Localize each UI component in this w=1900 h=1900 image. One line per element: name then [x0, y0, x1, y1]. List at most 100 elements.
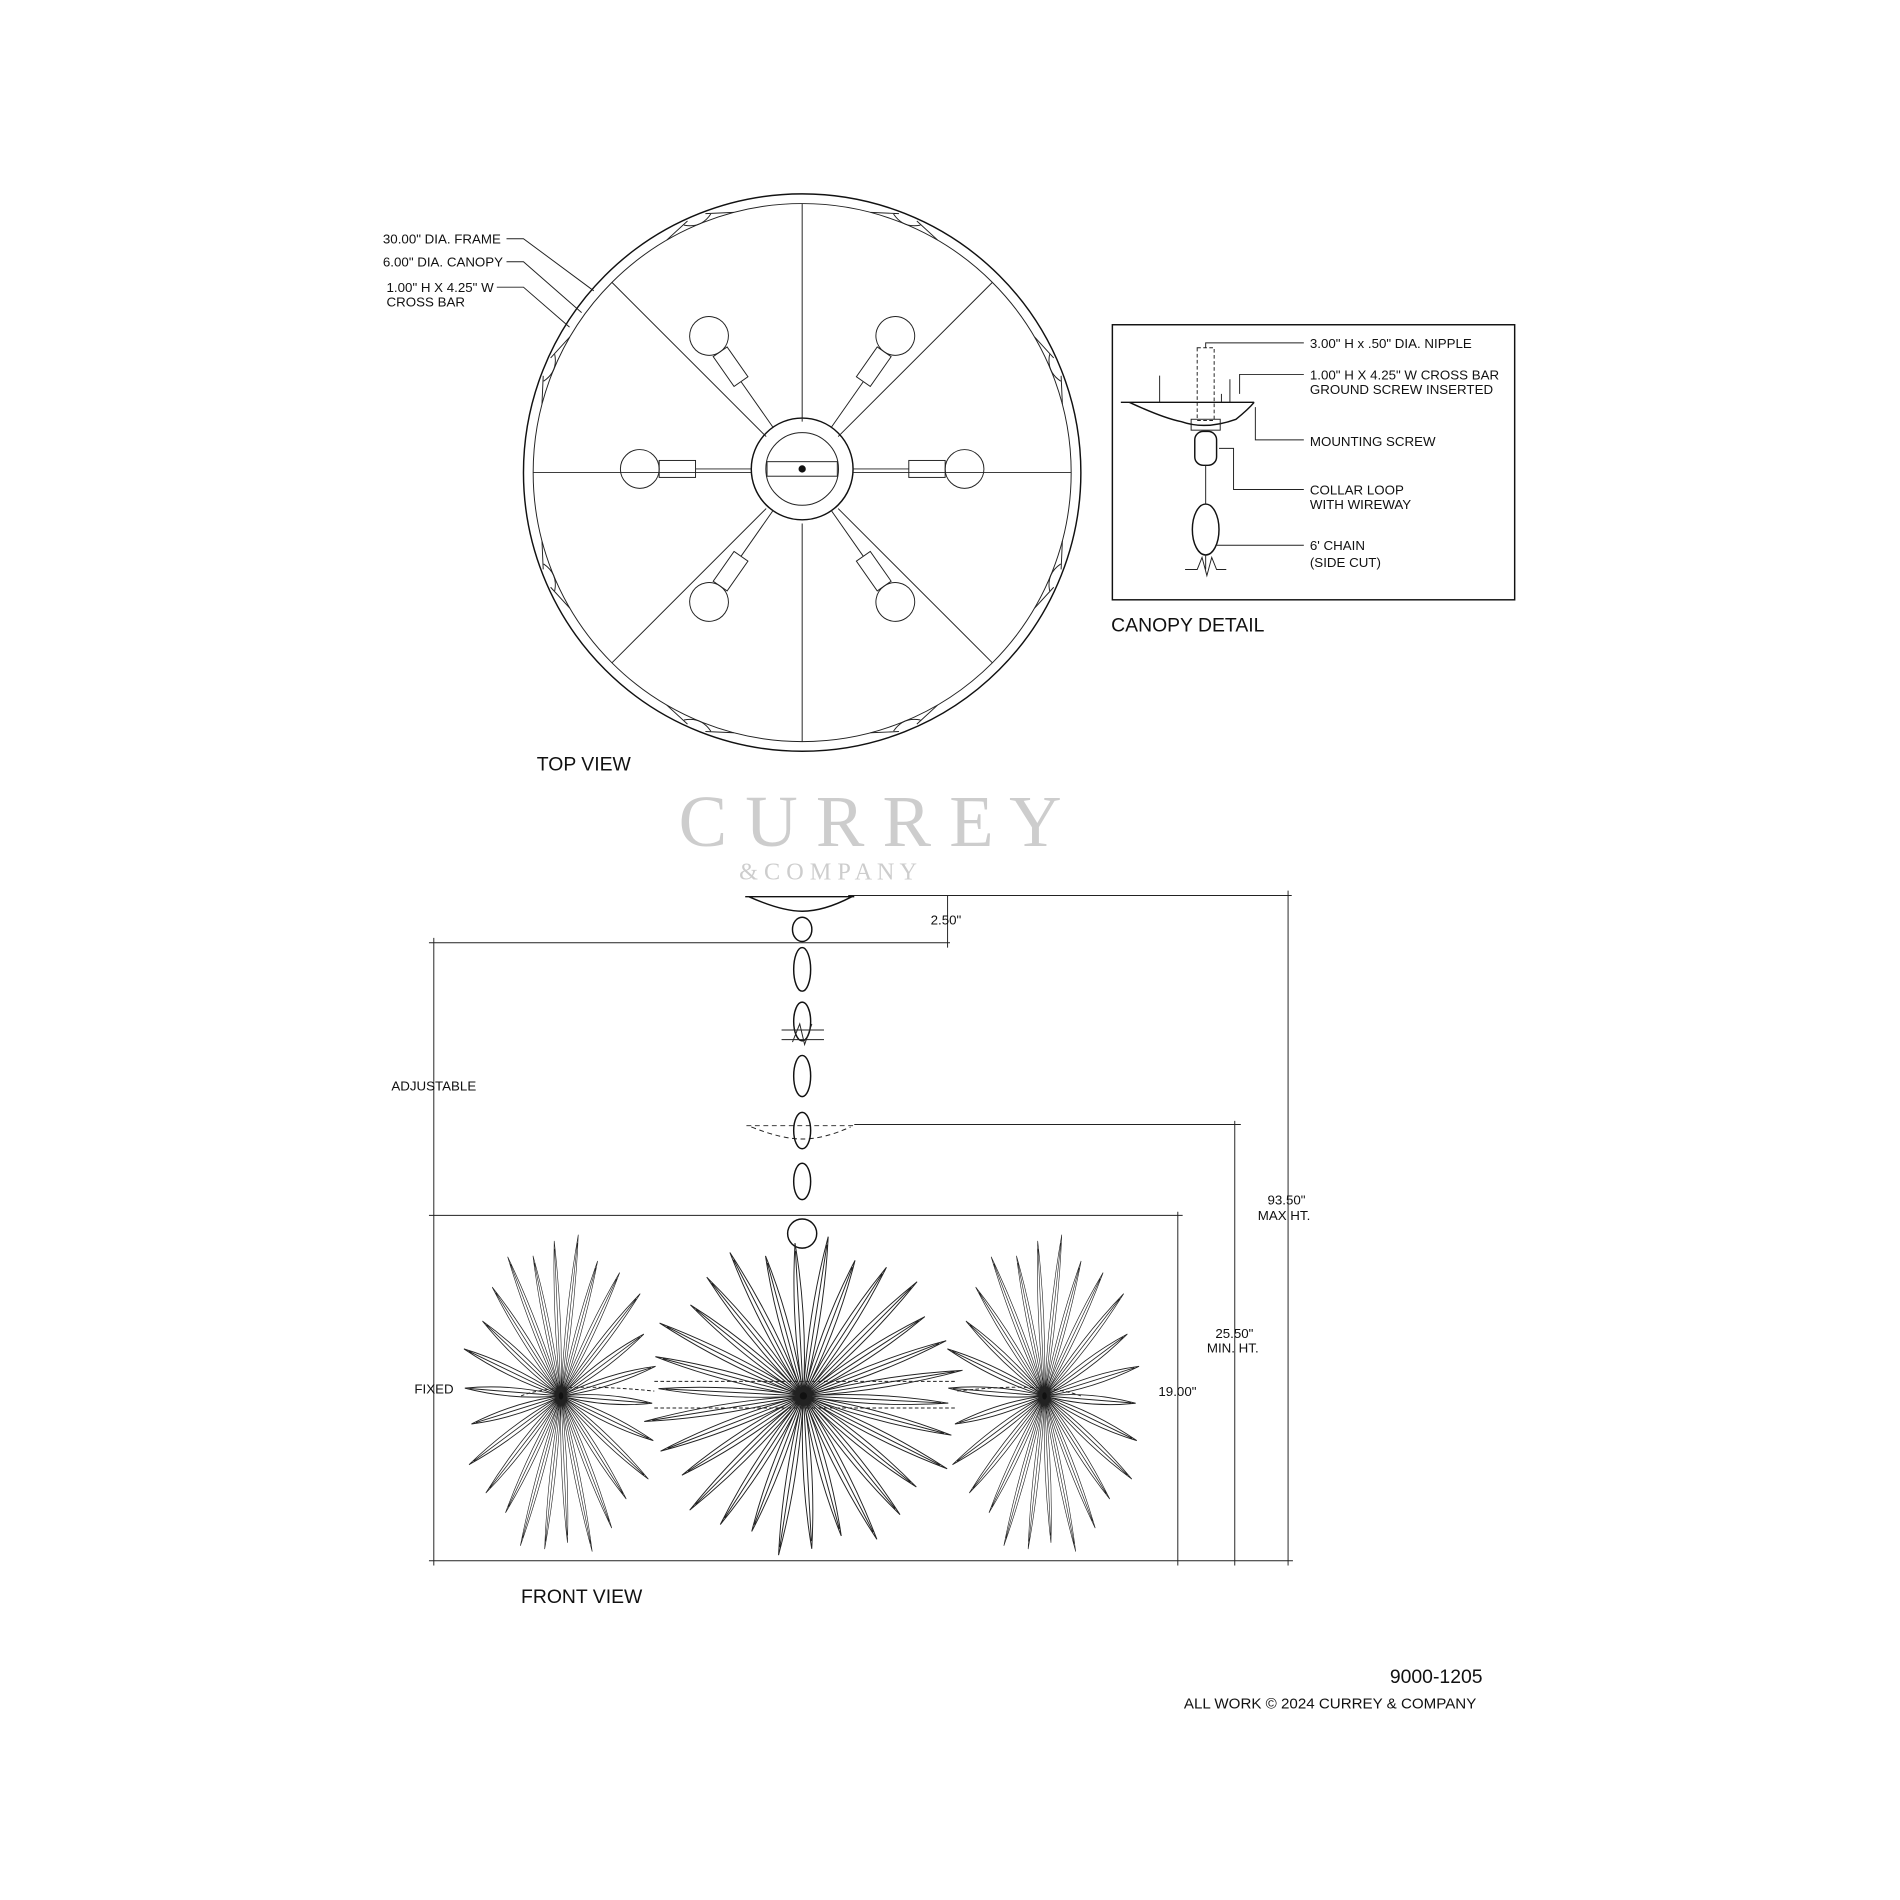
- petal: [689, 1395, 804, 1511]
- petal: [681, 1395, 804, 1476]
- top-view: 30.00" DIA. FRAME 6.00" DIA. CANOPY 1.00…: [383, 193, 1082, 776]
- frame-leaf: [870, 704, 939, 734]
- model-number: 9000-1205: [1390, 1666, 1483, 1688]
- petal: [1044, 1234, 1063, 1397]
- petal: [802, 1395, 842, 1537]
- petal: [803, 1395, 917, 1488]
- light-arm: [619, 449, 752, 489]
- nut: [1190, 418, 1221, 431]
- frame-outer: [522, 193, 1082, 753]
- label-adjustable: ADJUSTABLE: [391, 1079, 476, 1094]
- petal: [952, 1395, 1045, 1466]
- canopy-detail-title: CANOPY DETAIL: [1111, 614, 1264, 636]
- petal: [947, 1348, 1045, 1397]
- dim-canopy: 2.50": [931, 913, 962, 928]
- canopy-min-position: [746, 1125, 855, 1140]
- frame-leaf: [1034, 540, 1063, 609]
- petal: [1044, 1333, 1128, 1397]
- bulb: [944, 449, 985, 489]
- arm-rod: [830, 510, 864, 557]
- light-arm: [830, 316, 916, 428]
- spoke: [837, 508, 993, 664]
- chain-break: [781, 1022, 824, 1047]
- petal: [560, 1395, 593, 1552]
- detail-leaders: [1205, 342, 1304, 546]
- leaf-mark: [666, 211, 734, 241]
- petal: [803, 1395, 952, 1436]
- dim-max-ht: 93.50": [1267, 1192, 1305, 1207]
- callout-ground-screw: GROUND SCREW INSERTED: [1310, 382, 1493, 397]
- arm-rod: [740, 510, 774, 557]
- leaf-mark: [1034, 336, 1063, 405]
- bulb: [875, 582, 916, 622]
- flower-center: [558, 1392, 564, 1400]
- socket: [658, 459, 697, 478]
- callout-crossbar: 1.00" H X 4.25" W: [387, 280, 495, 295]
- petal: [560, 1365, 656, 1397]
- frame-leaf: [870, 211, 939, 241]
- petal: [729, 1252, 804, 1397]
- petal: [802, 1395, 878, 1540]
- watermark-brand: C U R R E Y: [679, 781, 1062, 862]
- petal: [802, 1395, 901, 1516]
- petal: [560, 1395, 569, 1543]
- petal: [988, 1395, 1045, 1514]
- petal: [644, 1395, 804, 1422]
- petal: [560, 1395, 654, 1442]
- collar-loop: [1194, 430, 1218, 467]
- dim-max-ht-label: MAX HT.: [1258, 1208, 1311, 1223]
- petal: [553, 1240, 562, 1397]
- petal: [719, 1395, 804, 1525]
- canopy-center: [798, 465, 806, 473]
- socket: [908, 459, 946, 478]
- petal: [793, 1242, 805, 1396]
- top-view-title: TOP VIEW: [537, 754, 632, 776]
- chain: [786, 916, 818, 1249]
- petal: [560, 1395, 613, 1529]
- petal: [1044, 1260, 1082, 1397]
- petal: [1044, 1395, 1076, 1552]
- front-canopy: [745, 895, 855, 912]
- callout-side-cut: (SIDE CUT): [1310, 555, 1381, 570]
- callout-wireway: WITH WIREWAY: [1310, 497, 1411, 512]
- petal: [1044, 1272, 1104, 1397]
- frame-leaf: [1034, 336, 1063, 405]
- petal: [560, 1394, 653, 1406]
- chain-link: [792, 946, 812, 992]
- petal: [1044, 1293, 1124, 1397]
- callout-collar-loop: COLLAR LOOP: [1310, 482, 1404, 497]
- flower-right: [947, 1234, 1140, 1552]
- petal: [1044, 1395, 1096, 1529]
- petal: [802, 1260, 856, 1397]
- arm-rod: [740, 381, 774, 428]
- flower-center: [1042, 1392, 1047, 1400]
- chain-link: [792, 1162, 812, 1201]
- petal: [560, 1272, 620, 1397]
- nipple: [1196, 347, 1215, 421]
- chain-link: [792, 1001, 812, 1042]
- petal: [1037, 1240, 1046, 1397]
- petal: [948, 1386, 1045, 1398]
- petal: [990, 1256, 1045, 1397]
- petal: [751, 1395, 804, 1532]
- petal: [1016, 1255, 1045, 1397]
- petal: [1043, 1395, 1052, 1543]
- callout-canopy: 6.00" DIA. CANOPY: [383, 255, 503, 270]
- callout-chain: 6' CHAIN: [1310, 538, 1365, 553]
- petal: [1044, 1365, 1140, 1397]
- petal: [1044, 1394, 1136, 1406]
- petal: [802, 1267, 887, 1397]
- bulb: [619, 449, 660, 489]
- petal: [803, 1340, 947, 1397]
- copyright: ALL WORK © 2024 CURREY & COMPANY: [1184, 1696, 1476, 1713]
- chain-link: [792, 1111, 812, 1150]
- petal: [560, 1234, 579, 1397]
- chain-link: [791, 916, 813, 943]
- light-arm: [689, 510, 774, 622]
- petal: [520, 1395, 562, 1547]
- petal: [803, 1369, 963, 1397]
- frame-leaf: [541, 336, 571, 405]
- petal: [803, 1394, 949, 1406]
